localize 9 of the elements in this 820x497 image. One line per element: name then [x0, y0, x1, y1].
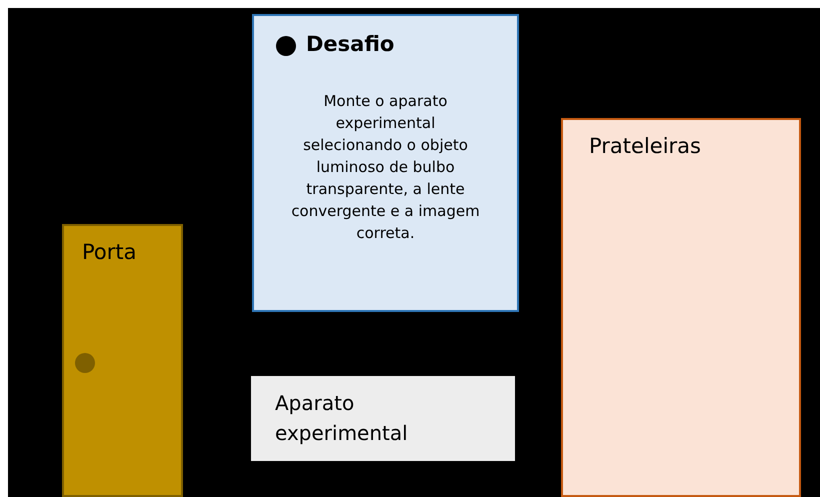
door-panel	[62, 224, 183, 497]
shelves-label: Prateleiras	[589, 134, 701, 158]
apparatus-area	[251, 376, 515, 461]
door-label: Porta	[82, 240, 136, 264]
card-body-text: Monte o aparato experimental selecionando o objeto luminoso de bulbo transparente, a lente convergente e a imagem correta.	[290, 91, 481, 244]
apparatus-label: Aparato experimental	[275, 390, 409, 447]
challenge-card	[252, 14, 519, 312]
card-heading: Desafio	[306, 32, 394, 56]
shelves-panel	[561, 118, 801, 497]
